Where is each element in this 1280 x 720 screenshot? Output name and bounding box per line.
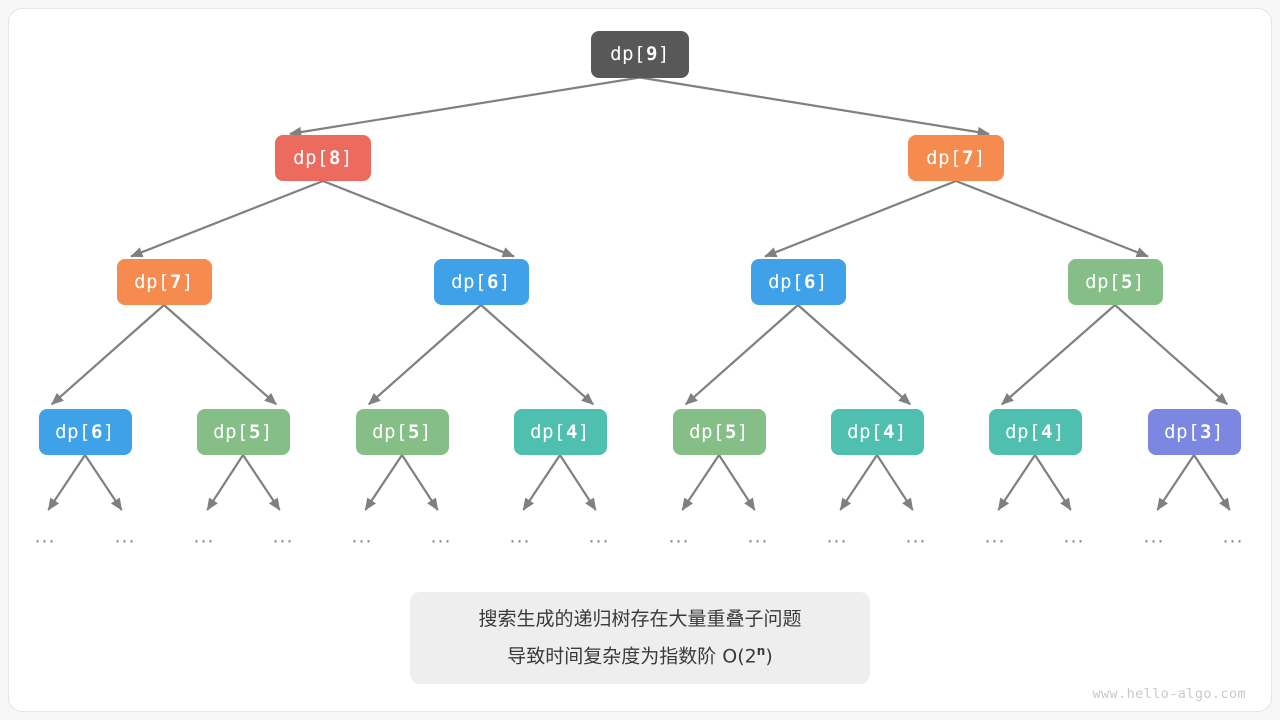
tree-node-n4: dp[6] [433, 259, 529, 305]
leaf-ellipsis: ... [826, 525, 848, 548]
tree-node-n8: dp[5] [196, 409, 290, 455]
node-label-close: ] [102, 421, 115, 443]
leaf-ellipsis: ... [509, 525, 531, 548]
caption-line-2: 导致时间复杂度为指数阶 O(2n) [507, 635, 772, 672]
node-label-close: ] [260, 421, 273, 443]
leaf-ellipsis: ... [1222, 525, 1244, 548]
node-label-close: ] [894, 421, 907, 443]
node-index: 4 [1040, 421, 1053, 443]
node-label-close: ] [1132, 271, 1145, 293]
node-label: dp[ [372, 421, 408, 443]
leaf-ellipsis: ... [114, 525, 136, 548]
leaf-ellipsis: ... [430, 525, 452, 548]
leaf-ellipsis: ... [747, 525, 769, 548]
node-index: 7 [961, 147, 974, 169]
tree-node-n2: dp[7] [908, 135, 1004, 181]
caption-box: 搜索生成的递归树存在大量重叠子问题 导致时间复杂度为指数阶 O(2n) [410, 592, 870, 684]
tree-node-n5: dp[6] [750, 259, 846, 305]
tree-node-n3: dp[7] [116, 259, 212, 305]
node-label: dp[ [768, 271, 804, 293]
node-label: dp[ [689, 421, 725, 443]
node-label: dp[ [1085, 271, 1121, 293]
node-label-close: ] [419, 421, 432, 443]
node-index: 8 [328, 147, 341, 169]
tree-node-n12: dp[4] [830, 409, 924, 455]
tree-node-n13: dp[4] [988, 409, 1082, 455]
node-label-close: ] [1211, 421, 1224, 443]
node-index: 3 [1199, 421, 1212, 443]
caption-line-1: 搜索生成的递归树存在大量重叠子问题 [478, 608, 802, 631]
node-label-close: ] [973, 147, 986, 169]
tree-node-n11: dp[5] [672, 409, 766, 455]
node-index: 5 [407, 421, 420, 443]
caption-line-2-text: 导致时间复杂度为指数阶 O(2 [507, 645, 757, 668]
node-index: 6 [803, 271, 816, 293]
leaf-ellipsis: ... [1063, 525, 1085, 548]
node-label: dp[ [926, 147, 962, 169]
node-label: dp[ [134, 271, 170, 293]
node-label: dp[ [213, 421, 249, 443]
node-label: dp[ [1005, 421, 1041, 443]
node-label: dp[ [610, 43, 646, 65]
leaf-ellipsis: ... [1143, 525, 1165, 548]
node-label: dp[ [451, 271, 487, 293]
node-label-close: ] [498, 271, 511, 293]
tree-node-n0: dp[9] [591, 30, 689, 78]
node-label: dp[ [55, 421, 91, 443]
leaf-ellipsis: ... [34, 525, 56, 548]
leaf-ellipsis: ... [193, 525, 215, 548]
tree-node-n9: dp[5] [355, 409, 449, 455]
leaf-ellipsis: ... [351, 525, 373, 548]
node-index: 5 [1120, 271, 1133, 293]
tree-node-n6: dp[5] [1067, 259, 1163, 305]
node-label-close: ] [577, 421, 590, 443]
tree-node-n10: dp[4] [513, 409, 607, 455]
leaf-ellipsis: ... [588, 525, 610, 548]
node-index: 5 [248, 421, 261, 443]
tree-node-n1: dp[8] [275, 135, 371, 181]
node-index: 6 [90, 421, 103, 443]
tree-node-n14: dp[3] [1147, 409, 1241, 455]
node-index: 4 [882, 421, 895, 443]
node-label-close: ] [340, 147, 353, 169]
caption-exponent: n [756, 644, 766, 659]
node-label-close: ] [736, 421, 749, 443]
node-label: dp[ [530, 421, 566, 443]
watermark: www.hello-algo.com [1092, 686, 1246, 702]
node-label: dp[ [293, 147, 329, 169]
node-label: dp[ [847, 421, 883, 443]
leaf-ellipsis: ... [272, 525, 294, 548]
node-label-close: ] [657, 43, 670, 65]
node-index: 7 [169, 271, 182, 293]
leaf-ellipsis: ... [984, 525, 1006, 548]
tree-node-n7: dp[6] [38, 409, 132, 455]
node-label: dp[ [1164, 421, 1200, 443]
leaf-ellipsis: ... [905, 525, 927, 548]
node-index: 5 [724, 421, 737, 443]
leaf-ellipsis: ... [668, 525, 690, 548]
node-index: 4 [565, 421, 578, 443]
node-index: 9 [645, 43, 658, 65]
node-label-close: ] [815, 271, 828, 293]
node-index: 6 [486, 271, 499, 293]
caption-line-2-close: ) [765, 645, 773, 668]
node-label-close: ] [181, 271, 194, 293]
node-label-close: ] [1052, 421, 1065, 443]
